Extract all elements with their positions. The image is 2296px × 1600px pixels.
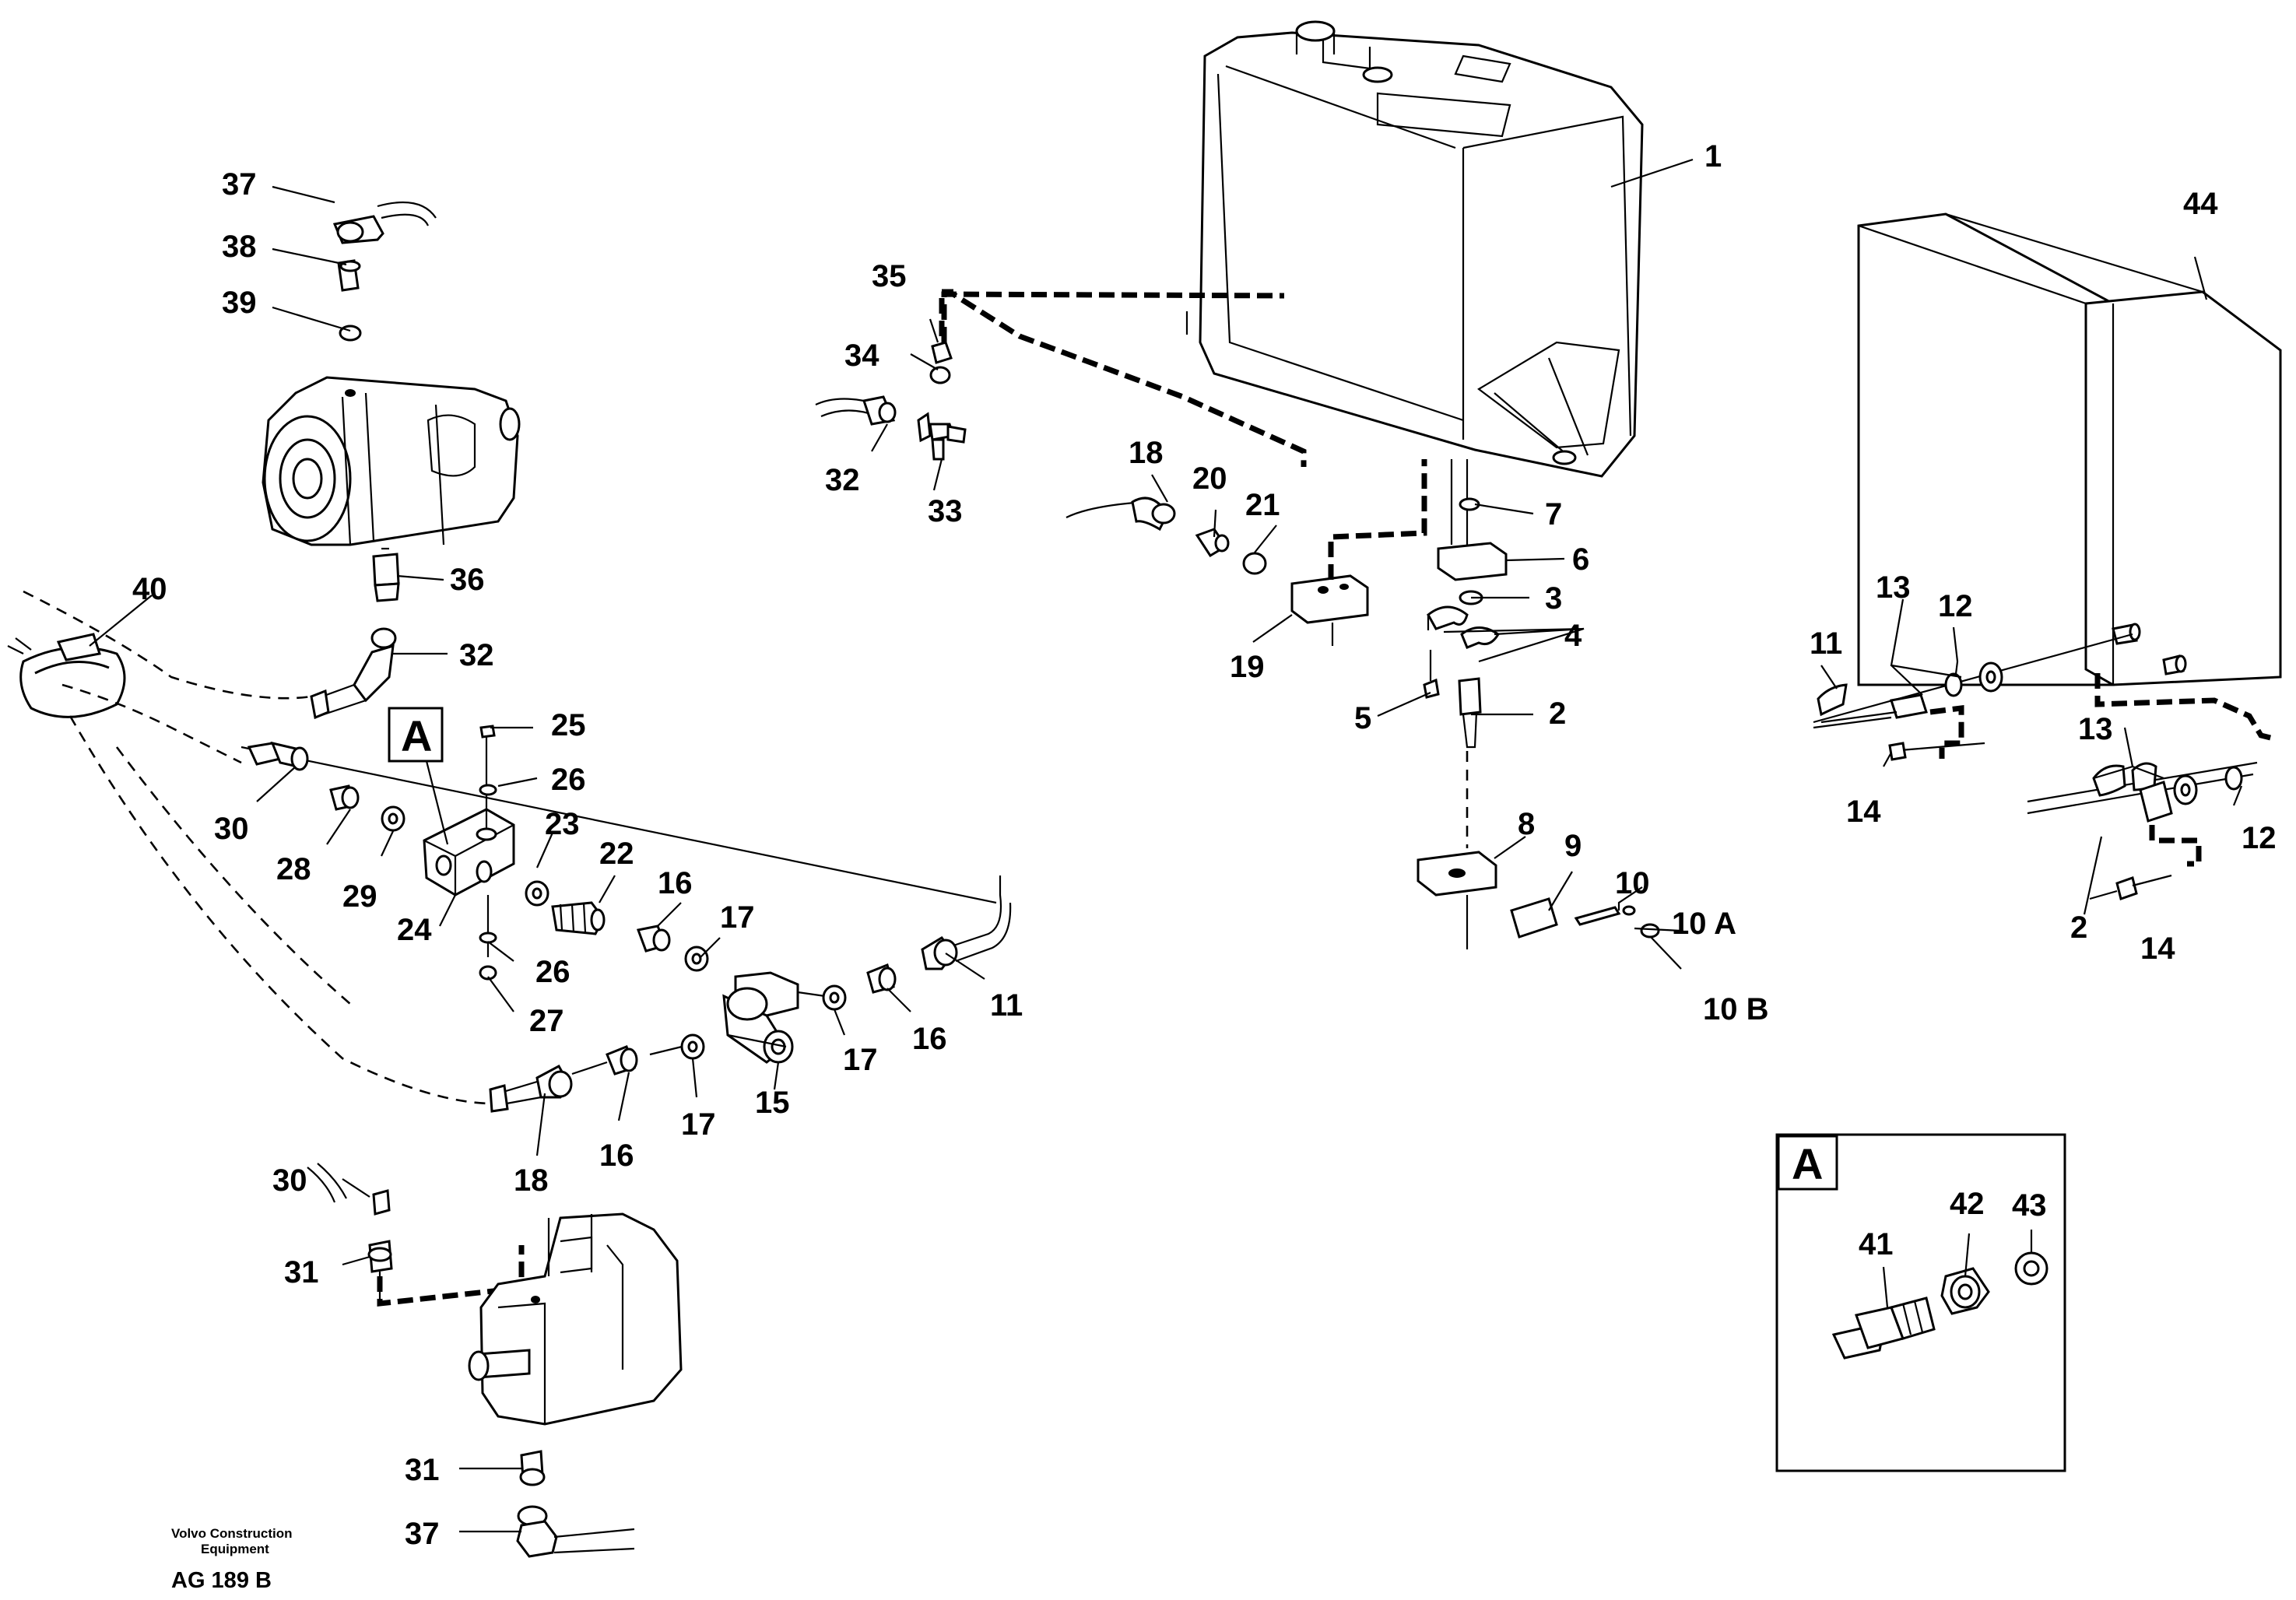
pump-top-left [262, 201, 521, 720]
label-30-bottom: 30 [272, 1163, 307, 1198]
label-22: 22 [599, 837, 634, 871]
label-18-top: 18 [1129, 436, 1164, 470]
label-42: 42 [1950, 1187, 1985, 1221]
label-32-top: 32 [825, 463, 860, 497]
label-38: 38 [222, 230, 257, 264]
detail-a-marker-letter: A [401, 711, 432, 760]
label-31-top: 31 [284, 1255, 319, 1289]
label-40: 40 [132, 572, 167, 606]
label-43: 43 [2012, 1188, 2047, 1223]
block-19-assembly [1065, 459, 1427, 646]
label-26-bottom: 26 [535, 955, 570, 989]
label-8: 8 [1518, 807, 1535, 841]
hose-clamp-40 [7, 633, 126, 718]
tank-drain-assembly [1417, 459, 1660, 949]
label-9: 9 [1564, 829, 1582, 863]
label-31-bottom: 31 [405, 1453, 440, 1487]
label-27: 27 [529, 1004, 564, 1038]
label-30-top: 30 [214, 812, 249, 846]
brand-line-2: Equipment [201, 1542, 269, 1556]
label-1: 1 [1704, 139, 1722, 174]
label-28: 28 [276, 852, 311, 886]
figure-reference: AG 189 B [171, 1568, 272, 1593]
label-36: 36 [450, 563, 485, 597]
hydraulic-tank [1185, 20, 1644, 478]
label-17-bottom: 17 [681, 1107, 716, 1142]
label-12-top: 12 [1938, 589, 1973, 623]
label-21: 21 [1245, 488, 1280, 522]
label-16-right: 16 [912, 1022, 947, 1056]
label-37-top: 37 [222, 167, 257, 202]
callout-labels: 1 2 3 4 5 6 7 8 9 10 10 A 10 B 11 11 12 … [132, 139, 2277, 1551]
label-14-top: 14 [1846, 795, 1881, 829]
label-16-bottom: 16 [599, 1139, 634, 1173]
label-13-bottom: 13 [2078, 712, 2113, 746]
label-18-bottom: 18 [514, 1163, 549, 1198]
label-25: 25 [551, 708, 586, 742]
label-35: 35 [872, 259, 907, 293]
label-3: 3 [1545, 581, 1562, 616]
label-41: 41 [1859, 1227, 1894, 1261]
label-39: 39 [222, 286, 257, 320]
label-14-bottom: 14 [2140, 932, 2175, 966]
label-5: 5 [1354, 701, 1371, 735]
label-13-top: 13 [1876, 570, 1911, 605]
label-19: 19 [1230, 650, 1265, 684]
label-17-right: 17 [843, 1043, 878, 1077]
brand-line-1: Volvo Construction [171, 1526, 293, 1541]
leader-lines [89, 158, 2243, 1533]
label-11-line: 11 [990, 988, 1023, 1023]
label-15: 15 [755, 1086, 790, 1120]
label-12-bottom: 12 [2242, 821, 2277, 855]
label-24: 24 [397, 913, 432, 947]
label-16-top: 16 [658, 866, 693, 900]
footer-brand: Volvo Construction Equipment AG 189 B [171, 1526, 293, 1593]
label-10: 10 [1615, 866, 1650, 900]
valve-block-24-line [240, 725, 997, 981]
pump-bottom [307, 1163, 683, 1558]
label-11-cooler: 11 [1810, 626, 1842, 661]
label-4: 4 [1564, 619, 1582, 653]
label-2: 2 [1549, 696, 1566, 731]
cooler-assembly-44 [1813, 212, 2282, 900]
label-29: 29 [342, 879, 377, 914]
label-34: 34 [844, 339, 879, 373]
label-33: 33 [928, 494, 963, 528]
tee-fitting-15-branches [489, 875, 1012, 1113]
detail-a-marker [388, 707, 444, 763]
label-2-cooler: 2 [2070, 911, 2087, 945]
label-32-pump: 32 [459, 638, 494, 672]
label-6: 6 [1572, 542, 1589, 577]
label-20: 20 [1192, 461, 1227, 496]
label-44: 44 [2183, 187, 2218, 221]
label-10b: 10 B [1703, 992, 1769, 1026]
label-7: 7 [1545, 497, 1562, 532]
label-10a: 10 A [1672, 907, 1736, 941]
detail-a-inset-letter: A [1792, 1139, 1823, 1188]
label-26-top: 26 [551, 763, 586, 797]
tee-fitting-33-assembly [815, 289, 1307, 467]
dashed-hose-routes [23, 590, 499, 1105]
label-17-top: 17 [720, 900, 755, 935]
label-23: 23 [545, 807, 580, 841]
label-37-bottom: 37 [405, 1517, 440, 1551]
